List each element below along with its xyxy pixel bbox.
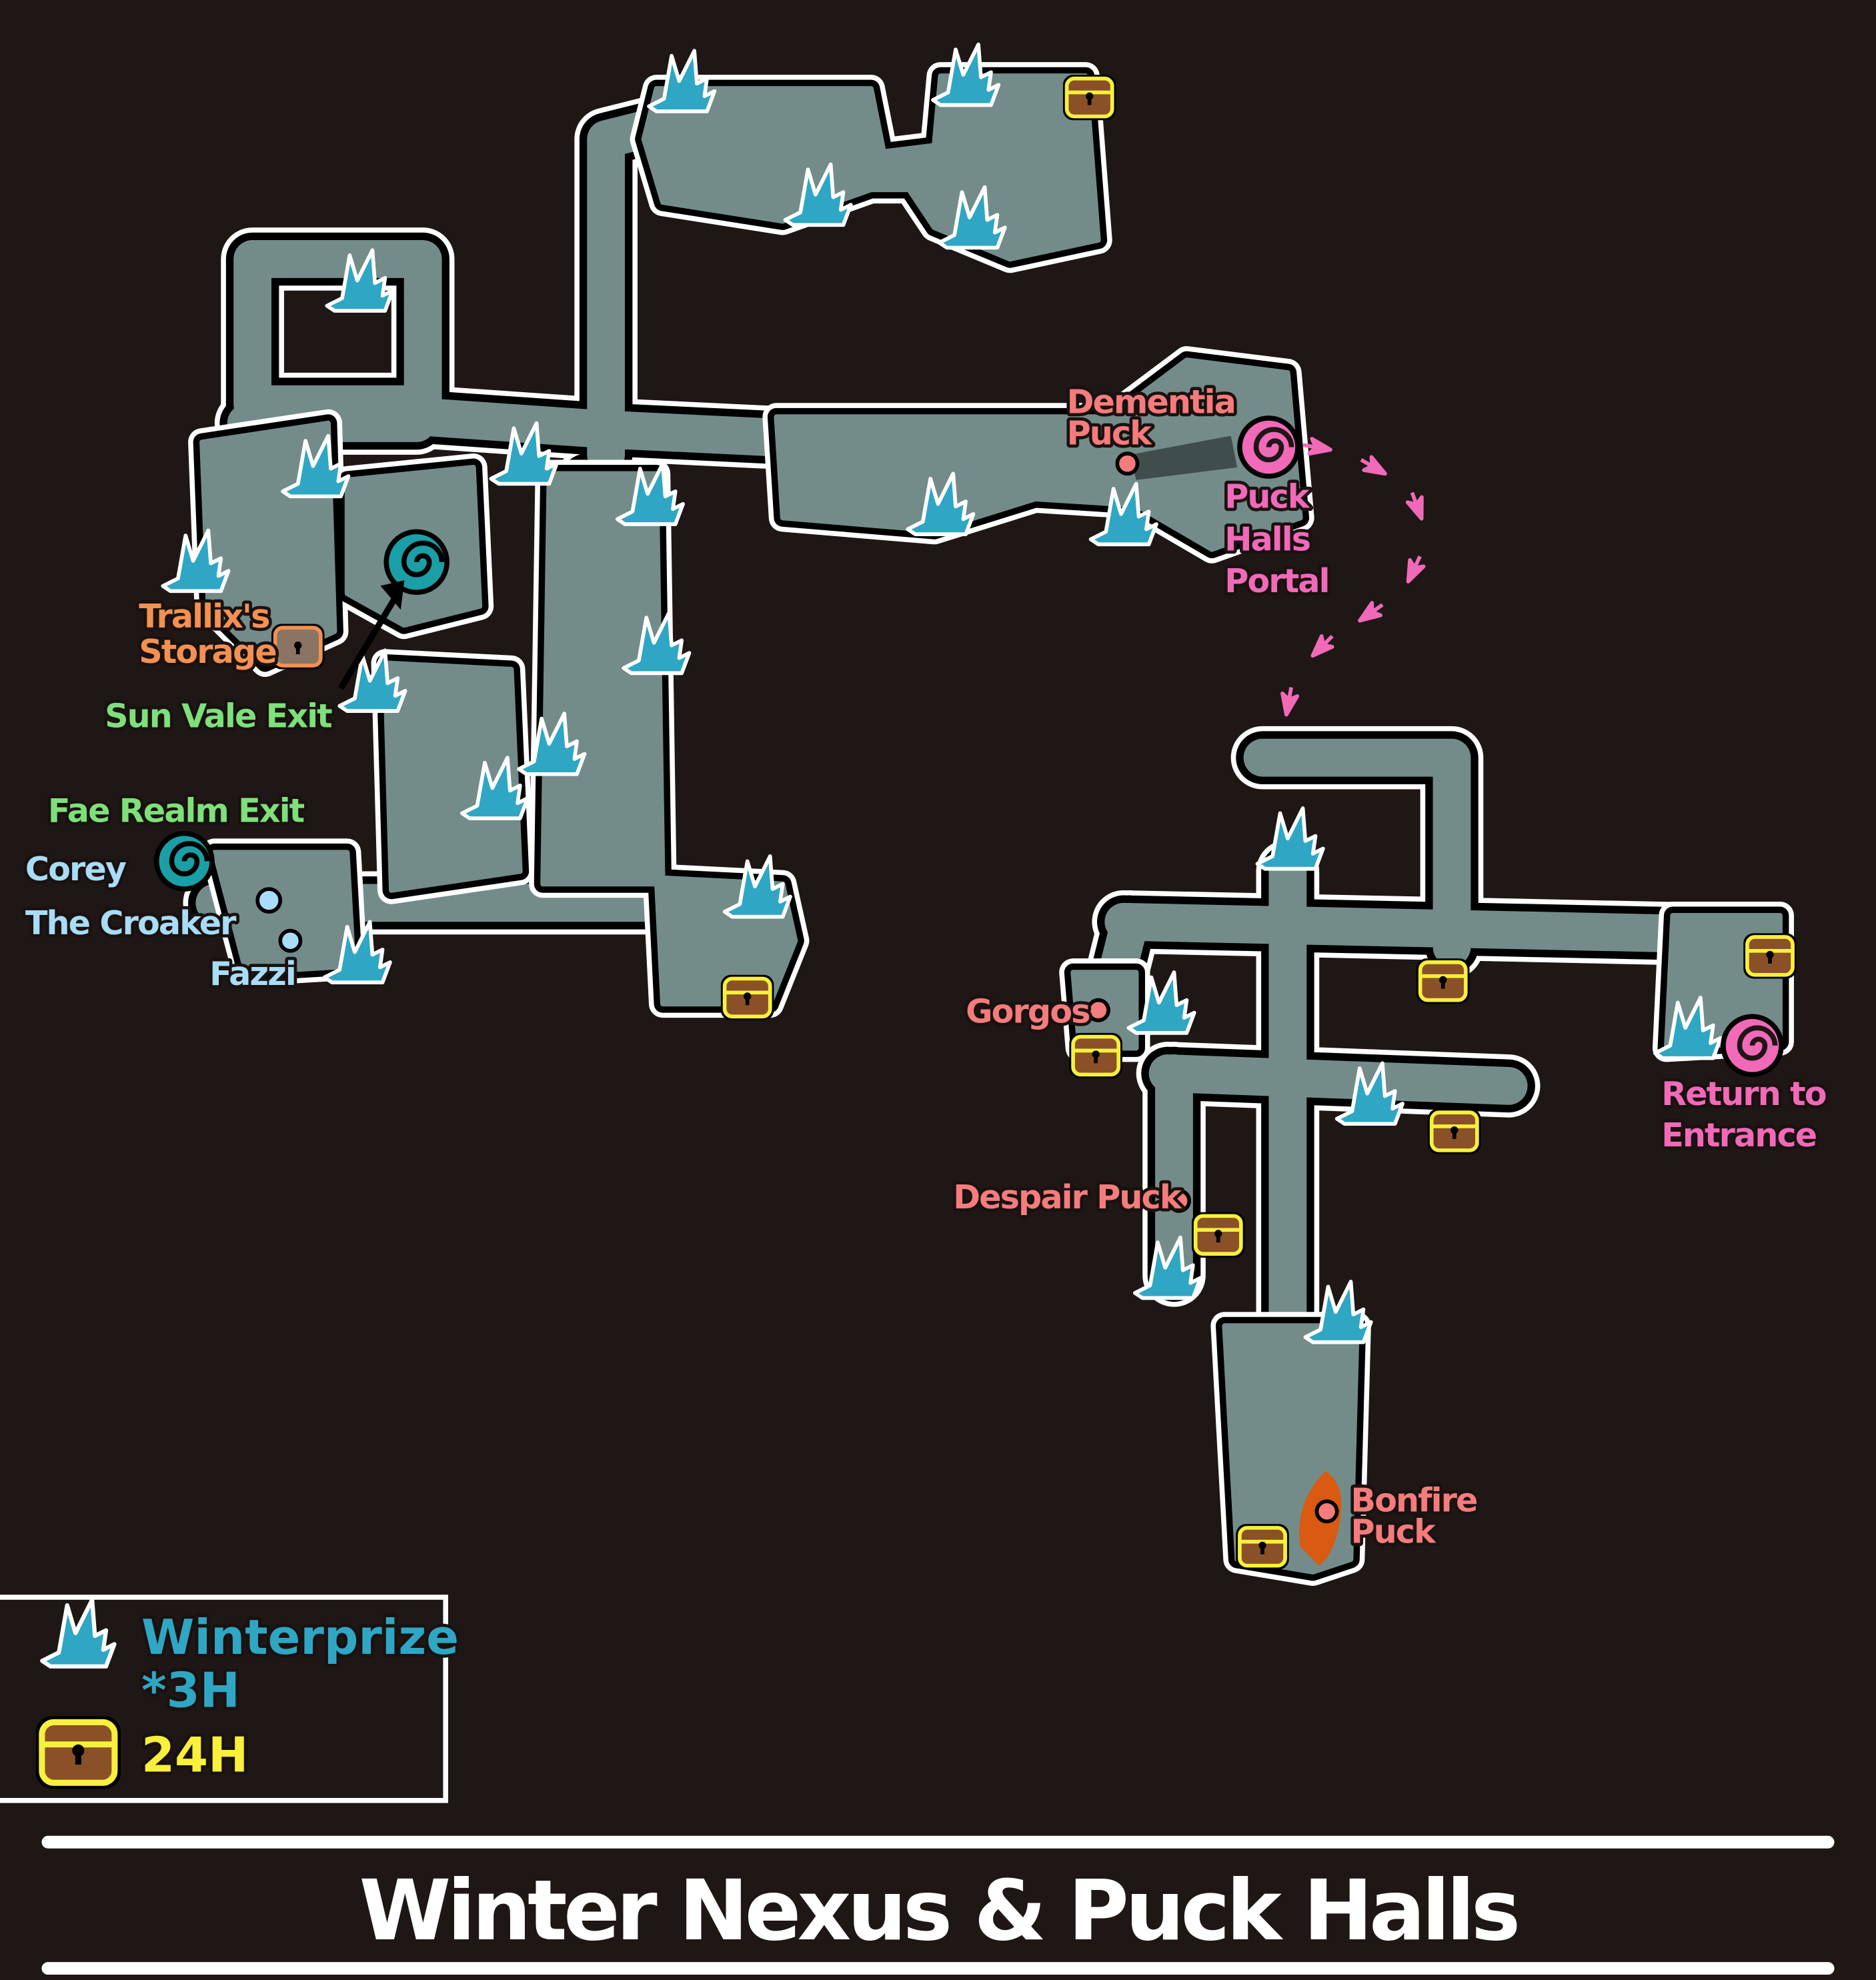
legend: Winterprize *3H 24H [0, 1595, 462, 1803]
return-label: Entrance [1661, 1116, 1816, 1154]
chest-legend-icon [36, 1716, 121, 1789]
map-title: Winter Nexus & Puck Halls [359, 1863, 1517, 1959]
arrow-head-icon [380, 580, 405, 610]
bonfire-puck-marker[interactable] [1314, 1499, 1339, 1524]
cave-walls-right [1059, 726, 1794, 1586]
chest-icon[interactable] [1417, 958, 1470, 1004]
portal-label: Portal [1224, 562, 1328, 600]
sun-vale-label: Sun Vale Exit [105, 697, 332, 736]
dementia-puck-marker[interactable] [1115, 451, 1140, 476]
chest-icon[interactable] [721, 975, 774, 1020]
trallix-label: Storage [139, 632, 276, 671]
bonfire-label: Bonfire [1351, 1480, 1477, 1519]
portal-label: Puck [1224, 477, 1310, 516]
despair-puck-marker[interactable] [1167, 1188, 1192, 1213]
chest-icon[interactable] [1743, 933, 1797, 978]
sun-vale-arrow-icon [338, 592, 401, 690]
bonfire-label: Puck [1351, 1513, 1437, 1551]
croaker-label: The Croaker [25, 904, 237, 942]
dementia-label: Puck [1067, 414, 1153, 453]
arrow-icon [1401, 553, 1427, 584]
fae-realm-label: Fae Realm Exit [48, 792, 305, 830]
chest-icon[interactable] [1192, 1212, 1245, 1258]
return-label: Return to [1661, 1074, 1826, 1113]
despair-label: Despair Puck [953, 1178, 1182, 1216]
puck-halls-portal-icon[interactable] [1237, 415, 1300, 479]
portal-shadow [1130, 435, 1238, 480]
arrow-icon [1307, 631, 1338, 662]
chest-icon[interactable] [1236, 1524, 1289, 1569]
npc-dots [255, 451, 1339, 1524]
fazzi-marker[interactable] [278, 928, 303, 953]
legend-chest-label: 24H [141, 1727, 248, 1783]
corey-label: Corey [25, 850, 127, 888]
arrow-icon [1405, 490, 1429, 522]
storage-chest-icon[interactable] [271, 624, 325, 670]
gorgos-label: Gorgos [966, 992, 1089, 1031]
arrow-icon [1357, 453, 1388, 480]
legend-crystal-note: *3H [141, 1663, 240, 1719]
crystal-icon[interactable] [1257, 808, 1322, 869]
legend-box [0, 1595, 449, 1803]
fae-realm-portal-icon[interactable] [153, 830, 215, 892]
dementia-label: Dementia [1067, 382, 1235, 421]
trallix-label: Trallix's [139, 597, 269, 636]
crystal-legend-icon [42, 1600, 114, 1667]
arrow-icon [1279, 686, 1299, 716]
chest-markers [271, 75, 1797, 1569]
map-labels: Dementia Puck Puck Halls Portal Trallix'… [22, 379, 1830, 1555]
fazzi-label: Fazzi [209, 954, 295, 993]
gorgos-marker[interactable] [1086, 998, 1110, 1022]
portal-label: Halls [1224, 520, 1310, 559]
chest-icon[interactable] [1069, 1033, 1122, 1078]
cave-corridors [183, 95, 1168, 935]
sun-vale-portal-icon[interactable] [383, 529, 449, 595]
legend-crystal-label: Winterprize [141, 1609, 459, 1665]
chest-icon[interactable] [1428, 1108, 1481, 1154]
corey-croaker-marker[interactable] [255, 887, 283, 914]
return-entrance-portal-icon[interactable] [1721, 1014, 1784, 1078]
arrow-icon [1355, 598, 1386, 626]
chest-icon[interactable] [1063, 75, 1116, 120]
